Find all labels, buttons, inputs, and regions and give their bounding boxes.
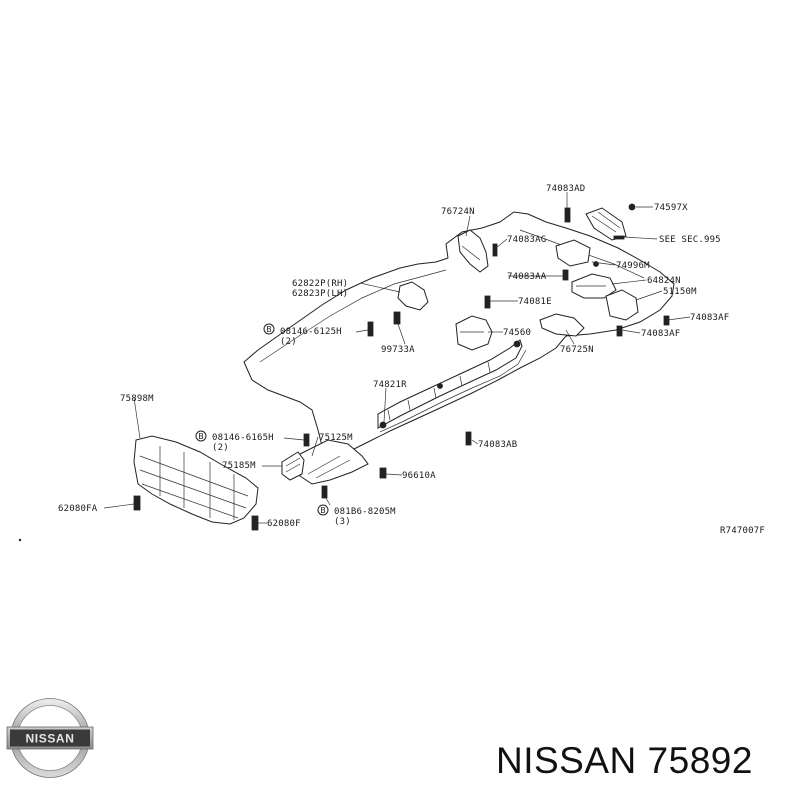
circle-marker-3: B bbox=[317, 504, 329, 516]
label-74083AG: 74083AG bbox=[507, 235, 546, 245]
label-74081E: 74081E bbox=[518, 297, 552, 307]
cover-plate-hatch bbox=[285, 455, 351, 479]
page-title: NISSAN 75892 bbox=[496, 740, 753, 781]
label-08146-6125H-qty: (2) bbox=[280, 337, 297, 347]
side-rail-ribs bbox=[387, 361, 491, 421]
label-081B6-8205M-qty: (3) bbox=[334, 517, 351, 527]
side-rail-lower bbox=[379, 349, 527, 433]
label-99733A: 99733A bbox=[381, 345, 415, 355]
cover-plate-75125M bbox=[299, 439, 369, 485]
bracket-51150M bbox=[605, 289, 639, 321]
circle-marker-1: B bbox=[263, 323, 275, 335]
label-74083AF-right: 74083AF bbox=[690, 313, 729, 323]
label-08146-6165H-qty: (2) bbox=[212, 443, 229, 453]
front-under-cover-ribs bbox=[139, 446, 249, 520]
label-74083AF-bottom: 74083AF bbox=[641, 329, 680, 339]
bracket-hatch bbox=[460, 211, 621, 333]
fasteners bbox=[18, 203, 670, 542]
label-74597X: 74597X bbox=[654, 203, 688, 213]
bracket-74996M bbox=[555, 239, 591, 267]
diagram-ref-code: R747007F bbox=[720, 526, 765, 536]
label-62822P: 62822P(RH) bbox=[292, 279, 348, 289]
bracket-76725N bbox=[539, 313, 585, 337]
front-under-cover bbox=[133, 435, 259, 525]
nissan-logo: NISSAN bbox=[6, 698, 94, 778]
bracket-74560 bbox=[455, 315, 493, 351]
label-74083AD: 74083AD bbox=[546, 184, 585, 194]
circle-marker-2: B bbox=[195, 430, 207, 442]
label-76724N: 76724N bbox=[441, 207, 475, 217]
label-74083AB: 74083AB bbox=[478, 440, 517, 450]
label-62080FA: 62080FA bbox=[58, 504, 98, 514]
bracket-76724N bbox=[457, 229, 489, 273]
side-rail bbox=[377, 339, 523, 429]
label-62823P: 62823P(LH) bbox=[292, 289, 348, 299]
label-75125M: 75125M bbox=[319, 433, 353, 443]
label-96610A: 96610A bbox=[402, 471, 436, 481]
label-75185M: 75185M bbox=[222, 461, 256, 471]
label-75898M: 75898M bbox=[120, 394, 154, 404]
leader-lines bbox=[103, 192, 691, 524]
label-76725N: 76725N bbox=[560, 345, 594, 355]
label-62080F: 62080F bbox=[267, 519, 301, 529]
svg-text:B: B bbox=[266, 325, 272, 334]
label-51150M: 51150M bbox=[663, 287, 697, 297]
label-74996M: 74996M bbox=[616, 261, 650, 271]
label-74560: 74560 bbox=[503, 328, 531, 338]
bracket-62822P bbox=[397, 281, 429, 311]
label-74821R: 74821R bbox=[373, 380, 407, 390]
svg-text:B: B bbox=[320, 506, 326, 515]
svg-text:B: B bbox=[198, 432, 204, 441]
label-08146-6125H: 08146-6125H bbox=[280, 327, 342, 337]
label-see-sec-995: SEE SEC.995 bbox=[659, 235, 721, 245]
label-08146-6165H: 08146-6165H bbox=[212, 433, 274, 443]
logo-text: NISSAN bbox=[26, 732, 75, 746]
label-74083AA: 74083AA bbox=[507, 272, 547, 282]
label-081B6-8205M: 081B6-8205M bbox=[334, 507, 396, 517]
label-64824N: 64824N bbox=[647, 276, 681, 286]
bracket-74597X bbox=[585, 207, 627, 241]
floor-panel-inner-edge bbox=[259, 269, 447, 363]
